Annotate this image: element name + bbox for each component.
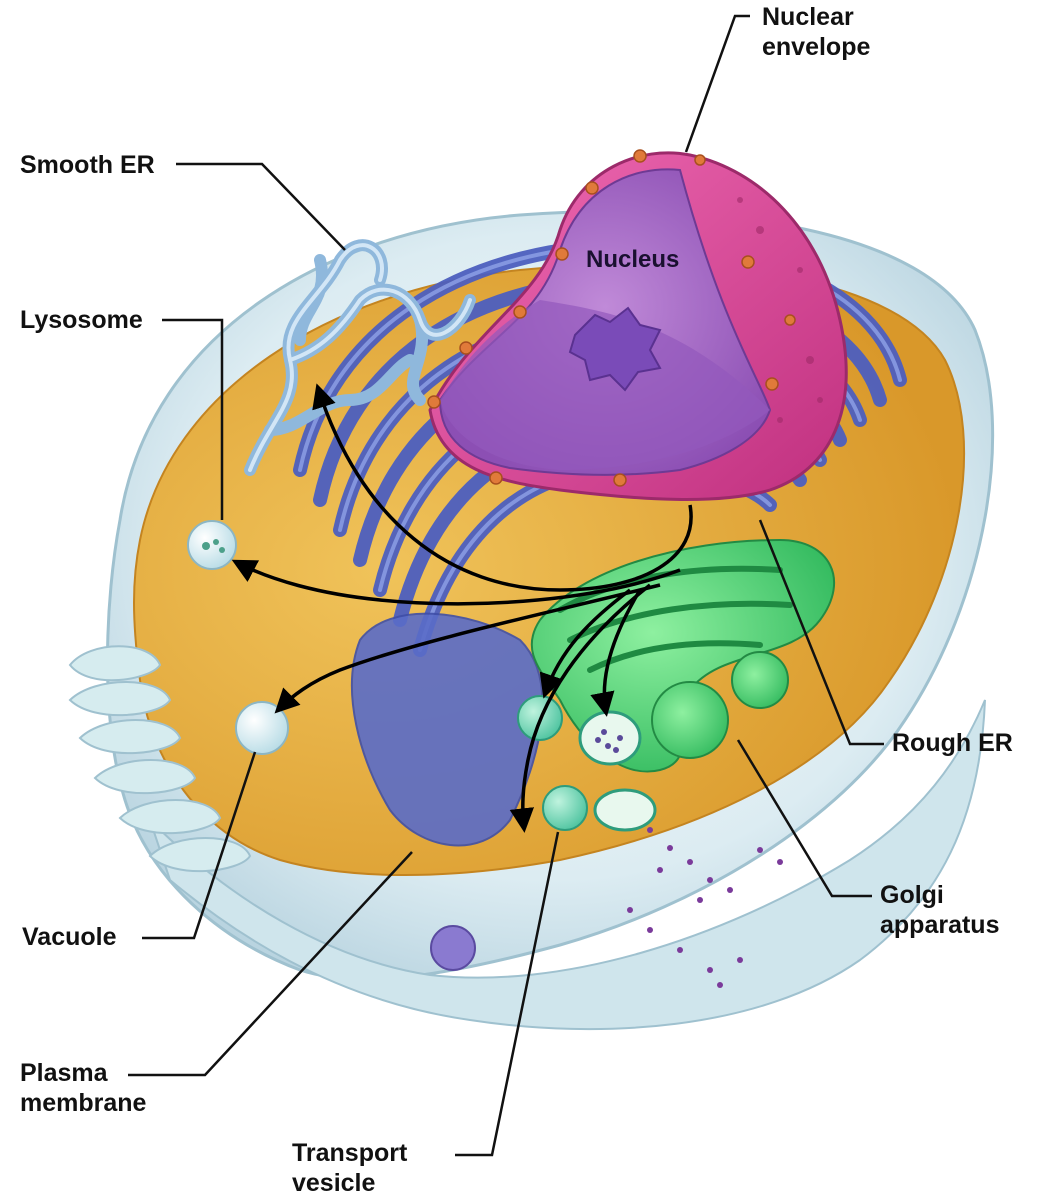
- transport-arrows: [231, 383, 693, 833]
- exocytosis-vesicle: [593, 788, 657, 832]
- leader-golgi: [736, 739, 872, 898]
- lysosome-shape: [187, 520, 237, 570]
- label-transport-vesicle: Transport vesicle: [292, 1139, 408, 1197]
- nucleus-cut-face: [440, 300, 770, 470]
- leader-plasma-membrane: [128, 851, 413, 1077]
- label-nucleus: Nucleus: [586, 246, 680, 273]
- golgi-vesicle-2: [578, 710, 642, 766]
- arrow-to-vacuole: [274, 583, 661, 714]
- arrow-to-golgi-vesicle: [539, 588, 632, 699]
- vacuole-shape: [235, 701, 289, 755]
- label-smooth-er: Smooth ER: [20, 151, 155, 179]
- leader-rough-er: [758, 519, 884, 746]
- microvilli: [68, 645, 252, 873]
- label-vacuole: Vacuole: [22, 923, 117, 951]
- smooth-er-highlights: [248, 243, 472, 472]
- transport-vesicle-shape: [542, 785, 588, 831]
- leader-nuclear-envelope: [684, 14, 750, 153]
- leader-lines: [128, 14, 884, 1157]
- arrow-to-lysosome: [231, 559, 681, 606]
- label-plasma-membrane: Plasma membrane: [20, 1059, 147, 1117]
- leader-vacuole: [142, 751, 257, 940]
- lysosome-contents: [202, 539, 225, 553]
- label-lysosome: Lysosome: [20, 306, 143, 334]
- arrow-to-smooth-er: [312, 383, 693, 592]
- membrane-cut-face: [149, 699, 986, 1031]
- arrow-to-membrane: [509, 583, 652, 833]
- leader-smooth-er: [176, 162, 346, 251]
- leader-lysosome: [162, 318, 224, 520]
- label-nuclear-envelope: Nuclear envelope: [762, 3, 871, 61]
- secreted-particles: [627, 827, 783, 988]
- label-golgi-apparatus: Golgi apparatus: [880, 881, 1000, 939]
- arrow-to-golgi-vesicle-2: [590, 589, 642, 717]
- nuclear-pores: [427, 149, 796, 487]
- membrane-vesicle: [430, 925, 476, 971]
- envelope-spots: [737, 197, 823, 423]
- label-rough-er: Rough ER: [892, 729, 1013, 757]
- nucleolus: [568, 306, 662, 392]
- vesicle-contents: [595, 729, 623, 753]
- leader-transport-vesicle: [455, 831, 560, 1157]
